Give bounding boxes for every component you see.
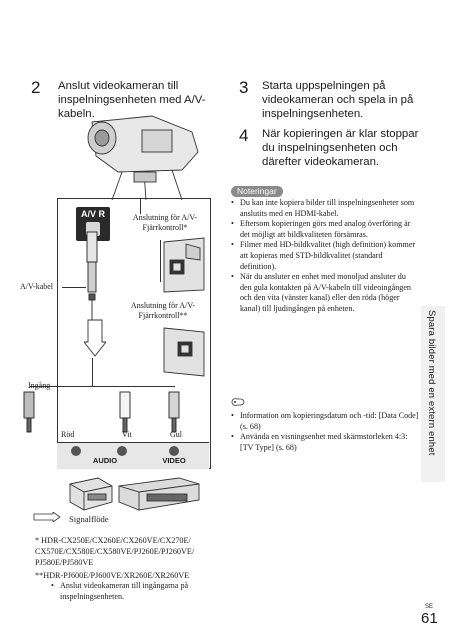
note-item: Eftersom kopieringen görs med analog öve… bbox=[231, 219, 419, 240]
camcorder-illustration bbox=[87, 115, 199, 201]
page-marker: SE bbox=[425, 604, 434, 610]
camcorder-cable-line bbox=[140, 198, 141, 214]
av-kabel-label: A/V-kabel bbox=[20, 282, 54, 291]
step-2-text: Anslut videokameran till inspelningsenhe… bbox=[58, 80, 206, 120]
step-4-text: När kopieringen är klar stoppar du inspe… bbox=[262, 128, 419, 168]
av-r-connector: A/V R bbox=[76, 207, 110, 241]
detail-pointer-1 bbox=[160, 240, 161, 282]
step-3-text: Starta uppspelningen på videokameran och… bbox=[262, 80, 414, 120]
connector-detail-1 bbox=[163, 237, 205, 293]
note-item: Du kan inte kopiera bilder till inspelni… bbox=[231, 198, 419, 219]
input-port-strip: AUDIO VIDEO bbox=[57, 442, 209, 469]
notes-list: Du kan inte kopiera bilder till inspelni… bbox=[231, 198, 419, 315]
anslutning-label-2: Anslutning för A/V-Fjärrkontroll** bbox=[130, 301, 196, 320]
av-r-label: A/V R bbox=[80, 209, 105, 219]
anslutning-label-1: Anslutning för A/V-Fjärrkontroll* bbox=[132, 213, 198, 232]
audio-port-l bbox=[71, 446, 81, 456]
av-kabel-pointer bbox=[62, 287, 86, 288]
signal-flow-arrow bbox=[84, 319, 106, 357]
plug-label-rod: Röd bbox=[61, 430, 75, 439]
footnote-double: **HDR-PJ600E/PJ600VE/XR260E/XR260VE bbox=[35, 571, 190, 580]
side-tab-label: Spara bilder med en extern enhet bbox=[427, 310, 438, 456]
tips-list: Information om kopieringsdatum och -tid:… bbox=[231, 411, 419, 453]
footnote-single: * HDR-CX250E/CX260E/CX260VE/CX270E/ CX57… bbox=[35, 536, 195, 567]
side-tab-strip: Spara bilder med en extern enhet bbox=[421, 306, 445, 482]
signal-flow-icon bbox=[33, 512, 61, 522]
step-2-number: 2 bbox=[31, 78, 41, 97]
footnote-bullet: Anslut videokameran till ingångarna på i… bbox=[51, 581, 231, 602]
note-item: När du ansluter en enhet med monoljud an… bbox=[231, 272, 419, 314]
video-port bbox=[169, 446, 179, 456]
cable-to-plugs bbox=[92, 358, 93, 386]
video-label: VIDEO bbox=[162, 456, 186, 465]
ingang-label: Ingång bbox=[28, 381, 51, 390]
connector-detail-2 bbox=[163, 327, 205, 377]
legend-label: Signalflöde bbox=[69, 514, 109, 524]
footnote-bullet-list: Anslut videokameran till ingångarna på i… bbox=[51, 581, 231, 602]
tip-icon bbox=[231, 398, 245, 406]
page-number: 61 bbox=[421, 610, 438, 627]
rca-plugs bbox=[23, 391, 180, 433]
vcr-device bbox=[118, 477, 200, 511]
tip-item: Information om kopieringsdatum och -tid:… bbox=[231, 411, 419, 432]
audio-label: AUDIO bbox=[92, 456, 118, 465]
notes-badge: Noteringar bbox=[231, 186, 283, 197]
note-item: Filmer med HD-bildkvalitet (high definit… bbox=[231, 240, 419, 272]
tip-item: Använda en visningsenhet med skärmstorle… bbox=[231, 432, 419, 453]
step-3-number: 3 bbox=[239, 78, 249, 97]
plug-label-vit: Vit bbox=[122, 430, 132, 439]
dvd-recorder-device bbox=[69, 477, 113, 511]
cable-split bbox=[30, 386, 175, 387]
plug-label-gul: Gul bbox=[170, 430, 182, 439]
audio-port-r bbox=[117, 446, 127, 456]
step-4-number: 4 bbox=[239, 126, 249, 145]
